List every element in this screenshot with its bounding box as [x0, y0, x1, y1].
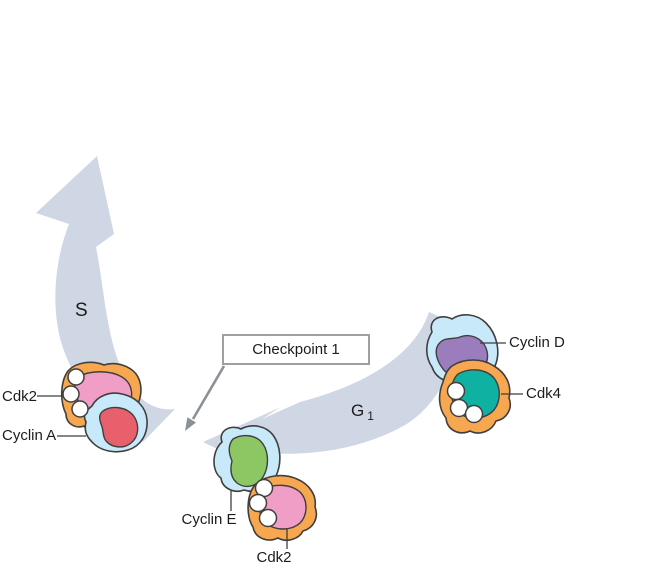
checkpoint-pointer-line [191, 365, 226, 420]
label-cyclin-d: Cyclin D [509, 334, 565, 351]
checkpoint-1-callout: Checkpoint 1 [222, 334, 370, 365]
binding-site-circle [258, 508, 278, 528]
label-cdk2-left: Cdk2 [2, 388, 38, 405]
binding-site-circle [62, 385, 80, 403]
cyclin-a-core-shape [98, 406, 139, 448]
cyclin-d-cdk4-complex [425, 314, 512, 434]
binding-site-circle [248, 493, 268, 513]
checkpoint-1-label: Checkpoint 1 [252, 341, 340, 358]
g1-subscript: 1 [367, 409, 374, 423]
label-cdk4: Cdk4 [526, 385, 562, 402]
s-phase-arrow [36, 156, 175, 442]
cyclin-e-cdk2-complex [213, 425, 318, 541]
label-cdk2-bottom: Cdk2 [256, 549, 292, 566]
cdk2-cyclin-a-complex [60, 361, 148, 453]
label-cyclin-a: Cyclin A [2, 427, 57, 444]
s-phase-label: S [75, 300, 88, 321]
binding-site-circle [67, 368, 85, 386]
cyclin-e-core-shape [228, 434, 269, 488]
binding-site-circle [446, 381, 466, 401]
binding-site-circle [464, 404, 484, 424]
binding-site-circle [71, 400, 89, 418]
checkpoint-pointer-arrowhead-icon [185, 417, 196, 431]
label-cyclin-e: Cyclin E [181, 511, 237, 528]
g1-letter: G [351, 401, 365, 420]
